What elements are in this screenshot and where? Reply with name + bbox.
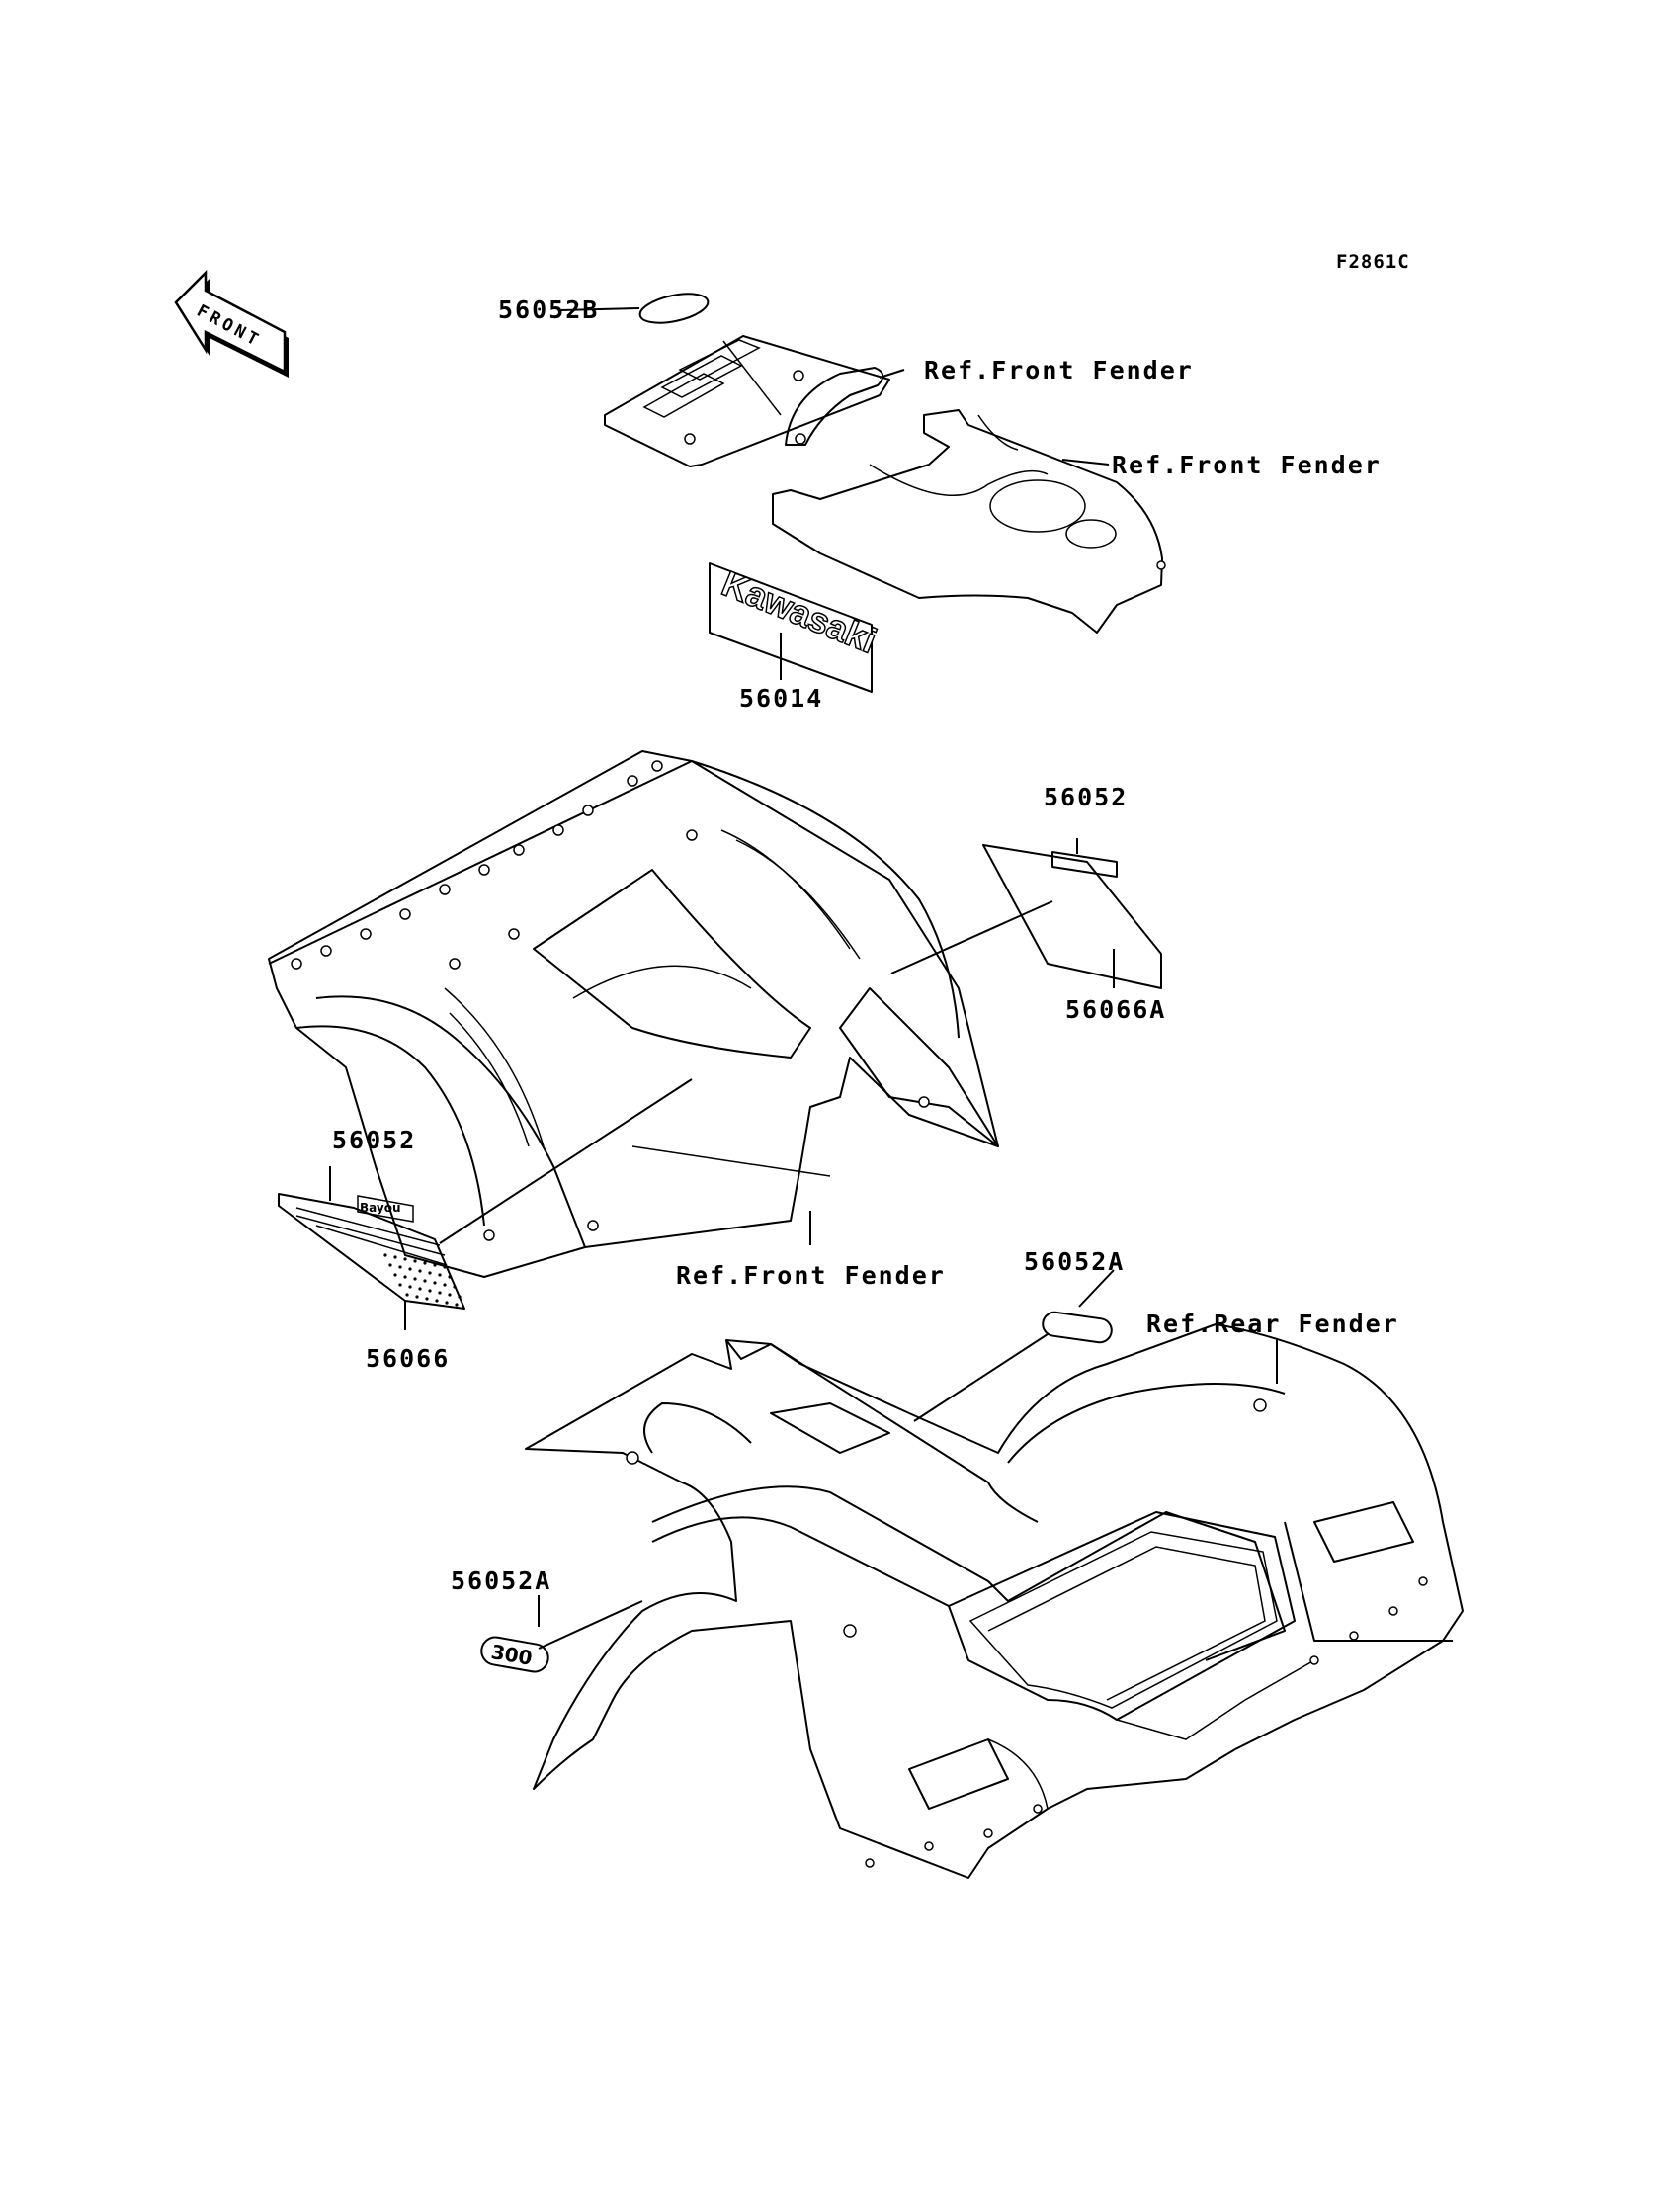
label-56066: 56066: [366, 1344, 450, 1373]
label-ref-front-fender-3: Ref.Front Fender: [676, 1261, 946, 1290]
decal-56052a-300-part: 300: [480, 1636, 549, 1673]
leader-lines: [329, 307, 1278, 1650]
label-56052a-left: 56052A: [451, 1567, 551, 1595]
label-56052a-top: 56052A: [1024, 1247, 1125, 1276]
label-56052-left: 56052: [332, 1126, 416, 1154]
decal-56014-kawasaki-part: Kawasaki: [709, 562, 882, 693]
front-fender-part: [268, 750, 999, 1278]
front-carrier-part: [604, 335, 890, 467]
label-56052b: 56052B: [498, 296, 599, 324]
label-56052-right: 56052: [1044, 783, 1128, 811]
bayou-decal-text: Bayou: [360, 1201, 400, 1215]
label-ref-front-fender-2: Ref.Front Fender: [1112, 451, 1382, 479]
label-ref-front-fender-1: Ref.Front Fender: [924, 356, 1194, 384]
decal-56066a-part: [982, 844, 1162, 989]
decal-56052b-part: [638, 293, 710, 324]
figure-code: F2861C: [1336, 251, 1410, 273]
front-fender-upper-part: [772, 409, 1166, 634]
kawasaki-decal-text: Kawasaki: [716, 562, 882, 660]
label-56066a: 56066A: [1065, 995, 1166, 1024]
label-56014: 56014: [739, 684, 823, 713]
decal-56066-part: Bayou: [278, 1193, 465, 1310]
decal-56052a-top-part: [1042, 1311, 1113, 1344]
label-ref-rear-fender: Ref.Rear Fender: [1146, 1310, 1399, 1338]
rear-fender-part: [525, 1323, 1464, 1879]
front-direction-arrow-icon: FRONT: [174, 269, 289, 378]
